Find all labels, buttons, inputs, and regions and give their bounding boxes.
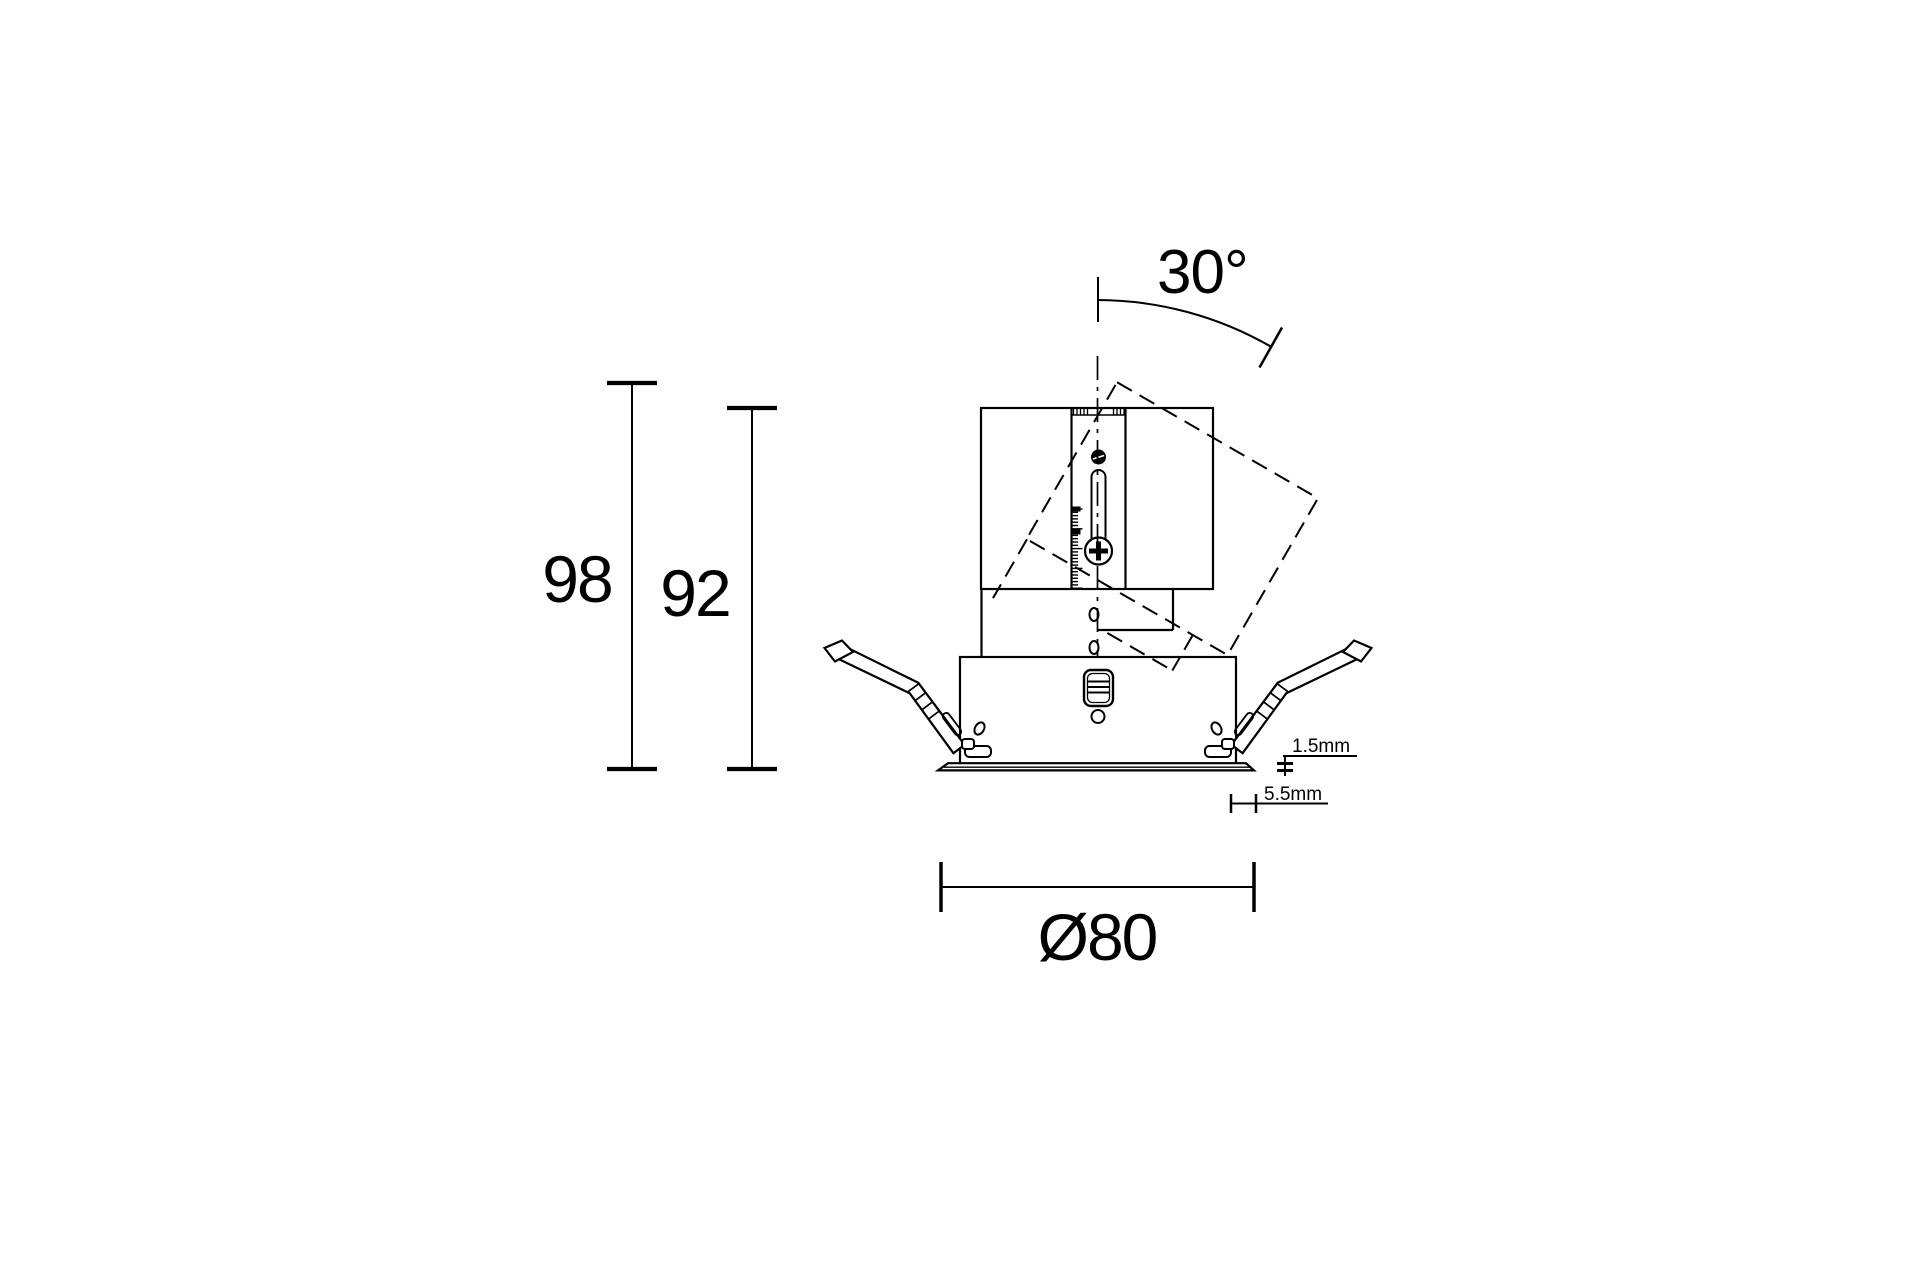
dimension-rim-thickness: 1.5mm <box>1277 736 1357 776</box>
dimension-tilt-angle: 30° <box>1096 238 1284 369</box>
angle-arc-end-tick <box>1258 326 1284 369</box>
adjustment-slot <box>1090 469 1107 547</box>
pivot-knuckle-lower <box>1088 640 1100 655</box>
dimension-recessed-height: 92 <box>660 405 777 772</box>
phillips-cross-icon <box>1089 541 1108 561</box>
tilted-lamp-body-outline <box>1025 380 1320 657</box>
angle-label: 30° <box>1157 238 1248 307</box>
dim-55-label: 5.5mm <box>1264 784 1322 805</box>
dimensions: 98 92 30° Ø80 1.5mm <box>542 238 1357 974</box>
dim-98-label: 98 <box>542 542 611 616</box>
dim-d80-label: Ø80 <box>1038 900 1157 974</box>
dimension-diameter: Ø80 <box>939 862 1256 974</box>
tilted-lamp-phantom-outline <box>992 380 1320 672</box>
tilted-yoke-edge <box>992 538 1028 599</box>
dim-15-label: 1.5mm <box>1292 736 1350 757</box>
ruler-marker-top <box>1071 506 1081 512</box>
angle-arc <box>1096 299 1273 348</box>
adjuster-knurl-ticks <box>1072 409 1125 415</box>
tilted-neck-right-edge <box>1171 634 1194 672</box>
dimension-rim-overhang: 5.5mm <box>1229 784 1328 813</box>
tilted-neck-bottom-edge <box>1106 632 1173 672</box>
pivot-knuckle-upper <box>1088 607 1100 622</box>
fixture <box>823 277 1373 772</box>
dimension-overall-height: 98 <box>542 380 657 772</box>
ruler-marker-mid <box>1071 529 1081 535</box>
terminal-toggle-ridges <box>1087 680 1110 694</box>
face-screw-hole <box>1090 709 1106 724</box>
dim-92-label: 92 <box>660 556 729 630</box>
adjuster-screw-slit <box>1092 454 1105 460</box>
